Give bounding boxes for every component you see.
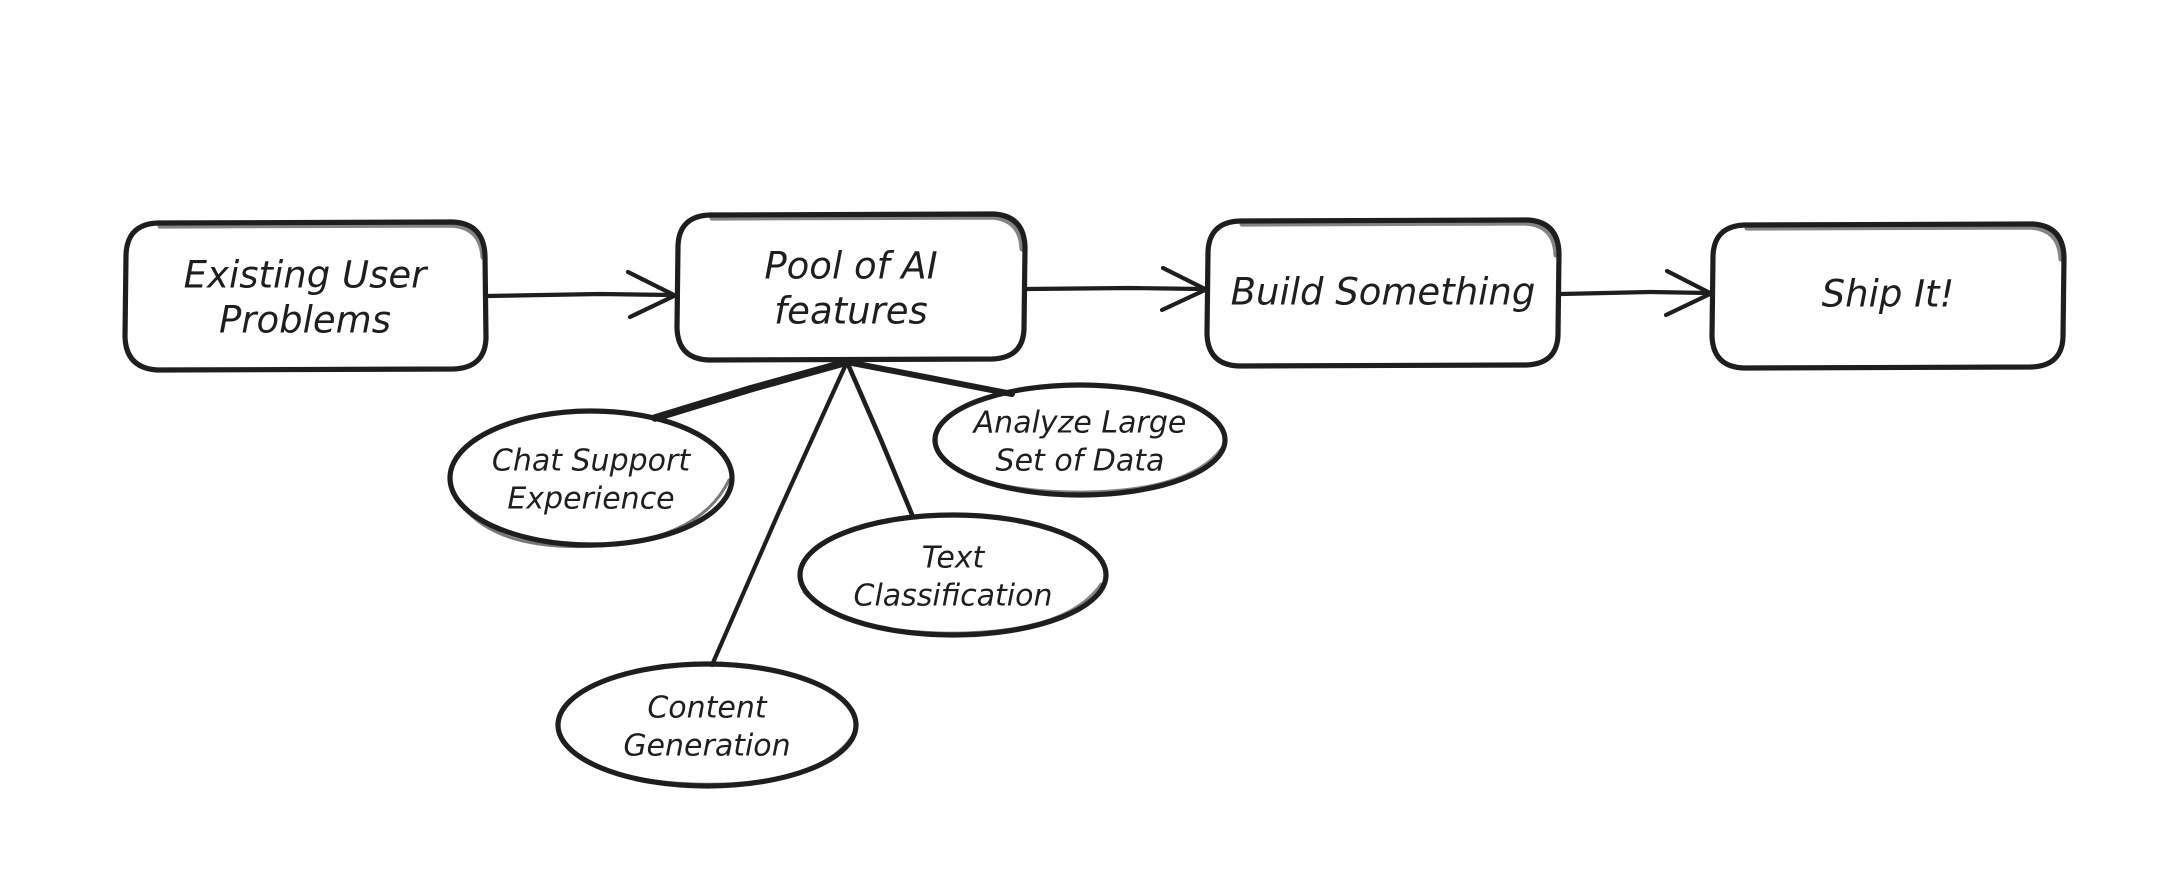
node-label-ship-it-line1: Ship It! — [1822, 273, 1955, 316]
node-chat-support-experience[interactable]: Chat Support Experience — [447, 408, 735, 549]
flow-steps: Existing User Problems Pool of AI featur… — [122, 211, 2067, 373]
node-analyze-large-set-of-data[interactable]: Analyze Large Set of Data — [932, 382, 1228, 498]
branch-line-text-classification[interactable] — [844, 359, 916, 520]
node-label-analyze-large-set-of-data-line2: Set of Data — [996, 444, 1165, 479]
node-build-something[interactable]: Build Something — [1204, 217, 1562, 369]
node-label-existing-user-problems-line2: Problems — [219, 299, 391, 342]
node-content-generation[interactable]: Content Generation — [555, 661, 859, 789]
flow-arrows — [484, 265, 1713, 320]
node-label-chat-support-experience-line2: Experience — [507, 482, 674, 517]
node-text-classification[interactable]: Text Classification — [797, 512, 1109, 638]
node-label-pool-of-ai-features-line1: Pool of AI — [764, 245, 937, 288]
arrow-problems-to-pool[interactable] — [484, 269, 677, 320]
node-label-chat-support-experience-line1: Chat Support — [492, 444, 691, 479]
node-ship-it[interactable]: Ship It! — [1709, 221, 2067, 371]
node-pool-of-ai-features[interactable]: Pool of AI features — [674, 211, 1028, 363]
node-label-text-classification-line2: Classification — [854, 579, 1053, 614]
arrow-pool-to-build[interactable] — [1024, 265, 1208, 313]
node-label-content-generation-line2: Generation — [623, 729, 790, 764]
branch-line-content-generation[interactable] — [709, 359, 850, 668]
node-label-build-something-line1: Build Something — [1231, 271, 1536, 314]
node-label-existing-user-problems-line1: Existing User — [184, 254, 429, 297]
node-label-analyze-large-set-of-data-line1: Analyze Large — [972, 406, 1187, 441]
arrow-build-to-ship[interactable] — [1558, 268, 1713, 318]
branch-line-chat-support-experience[interactable] — [651, 358, 851, 422]
node-label-pool-of-ai-features-line2: features — [774, 290, 928, 333]
node-existing-user-problems[interactable]: Existing User Problems — [122, 219, 489, 373]
feature-branch-lines — [651, 358, 1015, 668]
feature-nodes: Chat Support Experience Content Generati… — [447, 382, 1228, 789]
node-label-content-generation-line1: Content — [647, 691, 768, 726]
branch-line-analyze-large-set-of-data[interactable] — [844, 359, 1015, 397]
node-label-text-classification-line1: Text — [922, 541, 986, 576]
